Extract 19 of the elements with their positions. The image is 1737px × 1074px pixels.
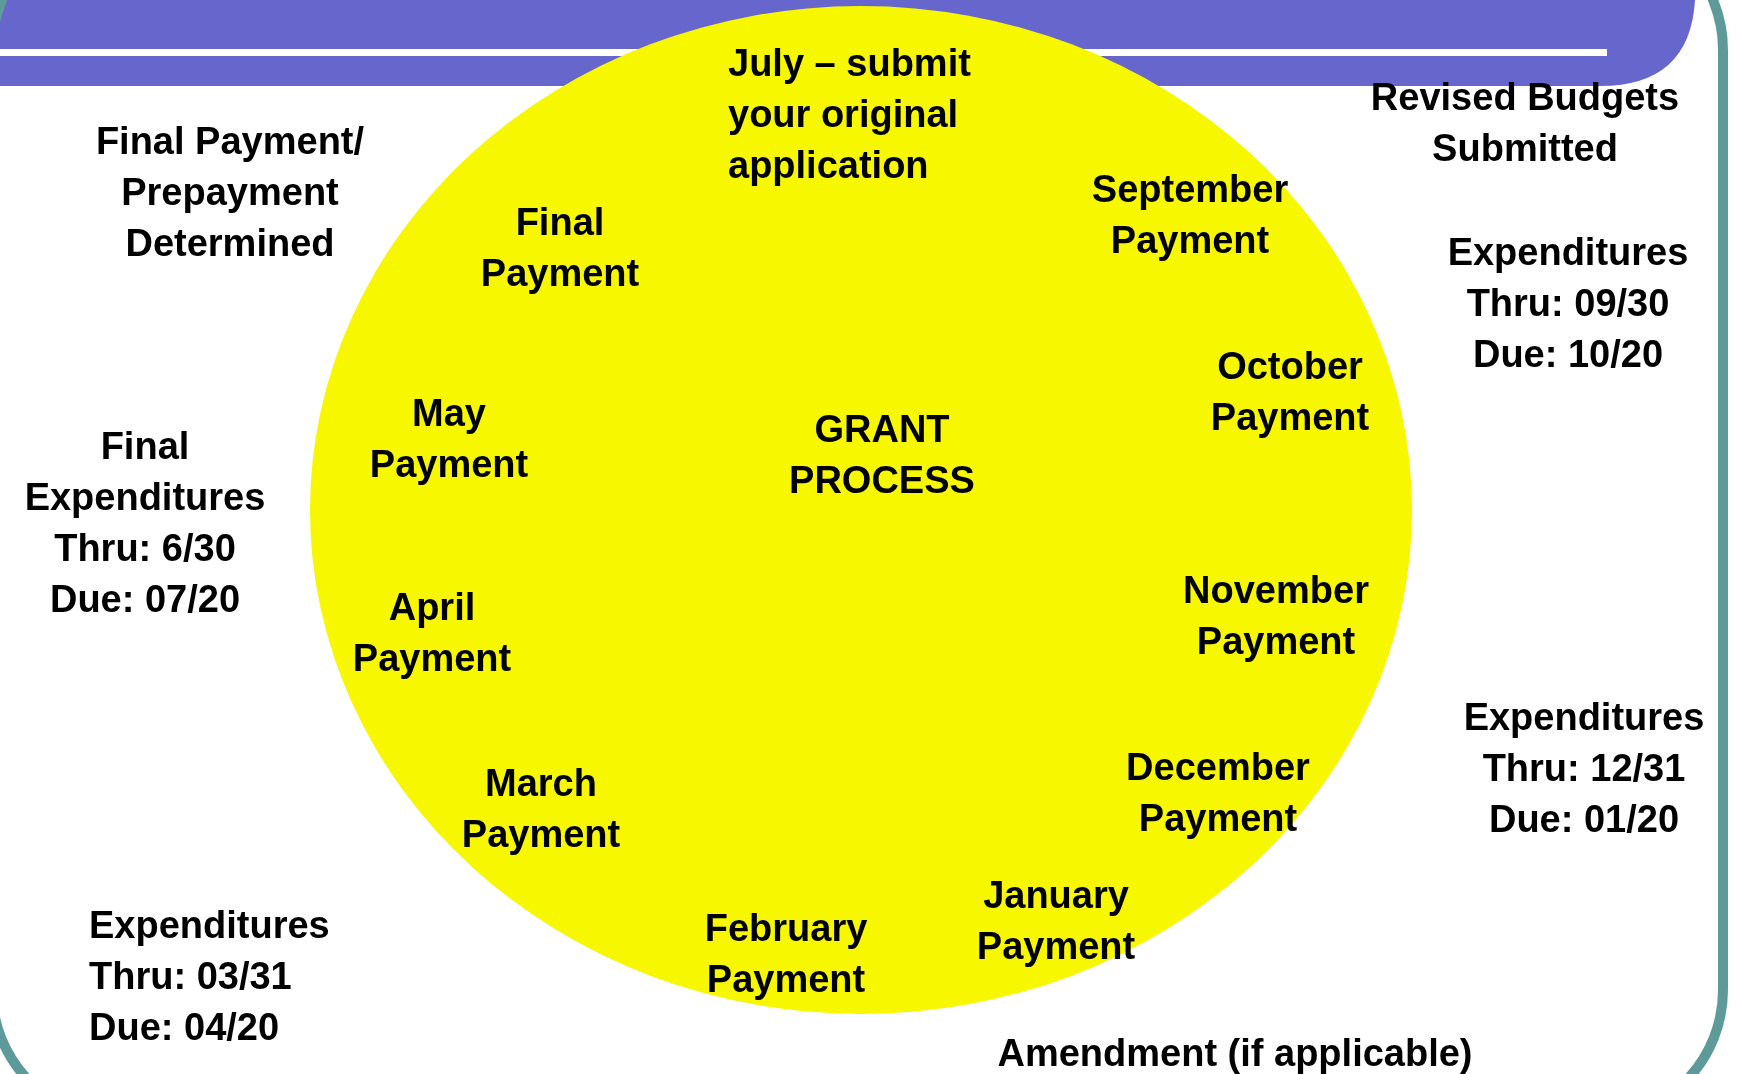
step-label: September Payment [1091, 167, 1289, 263]
step-label: May Payment [369, 391, 529, 487]
note-label: Expenditures Thru: 12/31 Due: 01/20 [1462, 695, 1706, 842]
step-label: December Payment [1126, 745, 1310, 841]
step-label: Final Payment [480, 200, 640, 296]
note-label: Final Expenditures Thru: 6/30 Due: 07/20 [23, 424, 267, 622]
step-label: January Payment [976, 873, 1136, 969]
note-label: Expenditures Thru: 03/31 Due: 04/20 [89, 903, 331, 1050]
note-label: Amendment (if applicable) [997, 1031, 1473, 1074]
note-label: Expenditures Thru: 09/30 Due: 10/20 [1446, 230, 1690, 377]
step-label: April Payment [352, 585, 512, 681]
step-label: July – submit your original application [728, 41, 972, 188]
step-label: November Payment [1183, 568, 1369, 664]
center-title: GRANT PROCESS [789, 407, 975, 503]
step-label: February Payment [704, 906, 868, 1002]
note-label: Revised Budgets Submitted [1369, 75, 1681, 171]
note-label: Final Payment/ Prepayment Determined [94, 119, 366, 266]
step-label: March Payment [461, 761, 621, 857]
step-label: October Payment [1210, 344, 1370, 440]
